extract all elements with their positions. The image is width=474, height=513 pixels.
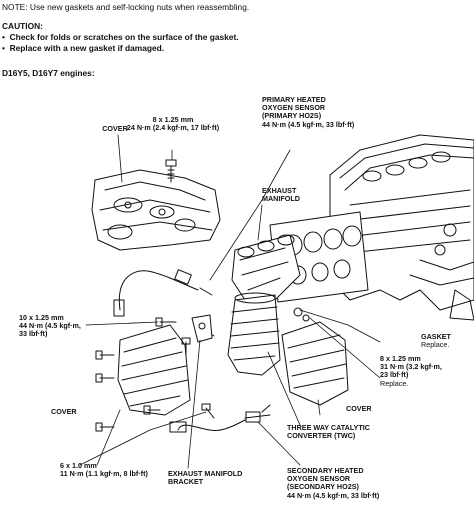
- right-cover-drawing: [281, 321, 349, 406]
- bolt-left-label: 10 x 1.25 mm 44 N·m (4.5 kgf·m, 33 lbf·f…: [19, 313, 81, 339]
- catalytic-converter-drawing: [227, 292, 281, 376]
- twc-label: THREE WAY CATALYTIC CONVERTER (TWC): [287, 423, 370, 441]
- nut-right-label: 8 x 1.25 mm 31 N·m (3.2 kgf·m, 23 lbf·ft…: [380, 354, 442, 388]
- cover-right-label: COVER: [346, 404, 372, 413]
- secondary-sensor-label: SECONDARY HEATED OXYGEN SENSOR (SECONDAR…: [287, 466, 380, 500]
- nut-drawing: [293, 307, 303, 317]
- bracket-label: EXHAUST MANIFOLD BRACKET: [168, 469, 243, 487]
- secondary-oxygen-sensor-drawing: [169, 404, 271, 433]
- heat-cover-drawing: [91, 169, 221, 251]
- cover-left-label: COVER: [51, 407, 77, 416]
- primary-sensor-label: PRIMARY HEATED OXYGEN SENSOR (PRIMARY HO…: [262, 95, 355, 129]
- bolt-bottom-label: 6 x 1.0 mm 11 N·m (1.1 kgf·m, 8 lbf·ft): [60, 461, 148, 479]
- caution-item-1: • Check for folds or scratches on the su…: [2, 32, 239, 42]
- lower-cover-drawing: [117, 324, 191, 416]
- caution-heading: CAUTION:: [2, 21, 43, 31]
- caution-item-2: • Replace with a new gasket if damaged.: [2, 43, 165, 53]
- exhaust-manifold-label: EXHAUST MANIFOLD: [262, 186, 300, 204]
- note-text: NOTE: Use new gaskets and self-locking n…: [2, 2, 250, 12]
- bullet-icon: •: [2, 32, 5, 42]
- oxygen-sensor-drawing: [113, 269, 213, 317]
- gasket-label: GASKET Replace.: [421, 332, 451, 350]
- bullet-icon: •: [2, 43, 5, 53]
- cover-top-label: COVER: [102, 124, 128, 133]
- engines-label: D16Y5, D16Y7 engines:: [2, 68, 95, 78]
- leader-lines: [79, 134, 381, 469]
- bolt-top-label: 8 x 1.25 mm 24 N·m (2.4 kgf·m, 17 lbf·ft…: [126, 115, 220, 133]
- bolt-drawing: [165, 159, 177, 183]
- bracket-drawing: [191, 314, 213, 343]
